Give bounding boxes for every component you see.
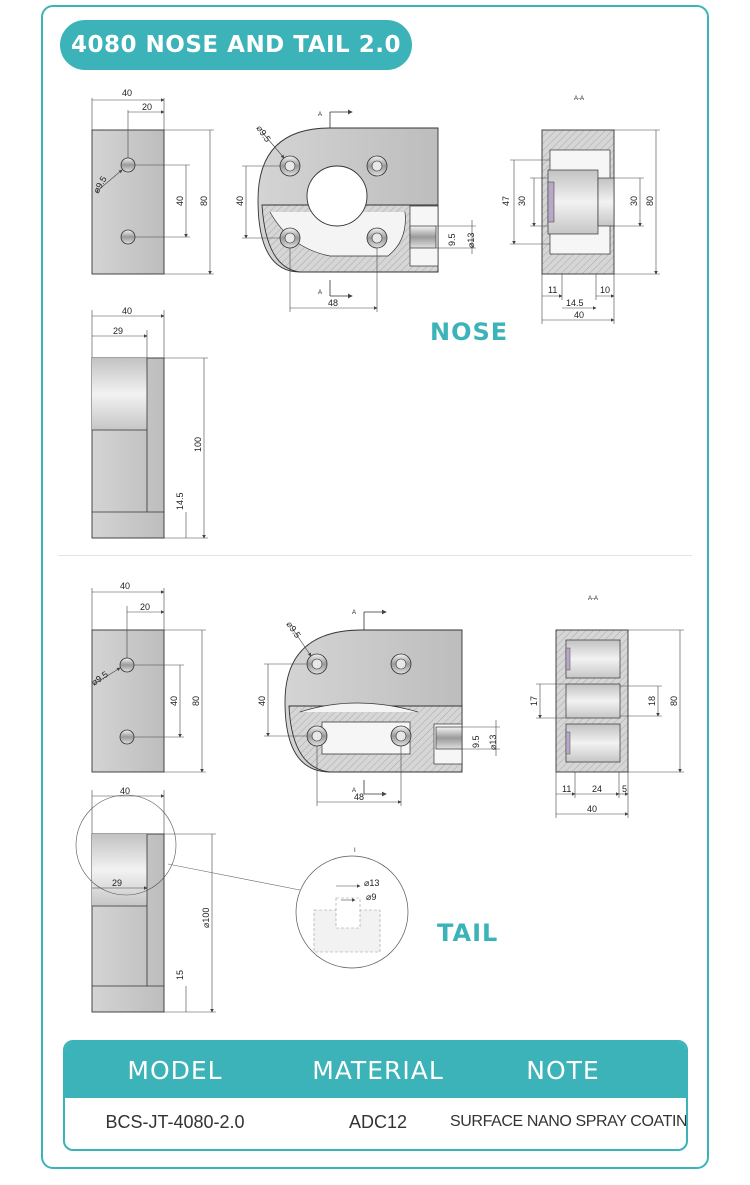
nose-sec-dim-30a: 30 <box>517 196 527 206</box>
nose-dim-front-width: 40 <box>122 88 132 98</box>
tail-dim-top-step: 15 <box>175 970 185 980</box>
tail-sec-dim-18: 18 <box>647 696 657 706</box>
tail-dim-height: 80 <box>191 696 201 706</box>
nose-main-view: A A ⌀9.5 40 48 9.5 ⌀13 <box>235 109 476 312</box>
cell-material: ADC12 <box>348 1112 408 1132</box>
tail-detail-dia-inner: ⌀9 <box>366 892 376 902</box>
tail-dim-hole-offset: 20 <box>140 602 150 612</box>
nose-sec-dim-30b: 30 <box>629 196 639 206</box>
tail-dim-top-height: ⌀100 <box>201 908 211 928</box>
tail-detail-mark: I <box>354 848 356 854</box>
spec-table-header: MODEL MATERIAL NOTE <box>65 1042 686 1098</box>
nose-dim-main-width: 48 <box>328 298 338 308</box>
nose-dim-top-height: 100 <box>193 437 203 452</box>
nose-dim-height: 80 <box>199 196 209 206</box>
tail-dim-pin-len: 9.5 <box>471 735 481 748</box>
nose-sec-dim-11: 11 <box>548 285 557 295</box>
nose-dim-main-height: 40 <box>235 196 245 206</box>
tail-section-view: A-A 17 18 80 11 24 5 40 <box>529 596 684 818</box>
tail-sec-dim-24: 24 <box>592 784 602 794</box>
nose-top-view: 40 29 100 14.5 <box>91 306 208 539</box>
nose-dim-pin-dia: ⌀13 <box>466 233 476 248</box>
tail-top-view: 40 29 ⌀100 15 <box>75 786 301 1013</box>
tail-dim-front-width: 40 <box>120 581 130 591</box>
tail-dim-main-hole-dia: ⌀9.5 <box>284 619 302 639</box>
header-model: MODEL <box>127 1056 223 1085</box>
tail-dim-top-width: 40 <box>120 786 130 796</box>
nose-sec-dim-80: 80 <box>645 196 655 206</box>
tail-section-label: TAIL <box>437 919 499 947</box>
tail-section-mark-bottom: A <box>352 788 356 794</box>
nose-dim-hole-pitch: 40 <box>175 196 185 206</box>
nose-sec-dim-14-5: 14.5 <box>566 298 584 308</box>
tail-sec-dim-80: 80 <box>669 696 679 706</box>
tail-dim-pin-dia: ⌀13 <box>488 735 498 750</box>
nose-section-title: A-A <box>574 96 584 102</box>
tail-sec-dim-40: 40 <box>587 804 597 814</box>
nose-dim-main-hole-dia: ⌀9.5 <box>254 123 272 143</box>
table-row: BCS-JT-4080-2.0 ADC12 SURFACE NANO SPRAY… <box>65 1098 688 1149</box>
tail-front-view: 40 20 ⌀9.5 40 80 <box>89 581 206 773</box>
nose-section-label: NOSE <box>430 318 509 346</box>
outer-frame <box>41 5 709 1169</box>
section-divider <box>58 555 692 556</box>
tail-sec-dim-17: 17 <box>529 696 539 706</box>
tail-dim-hole-pitch: 40 <box>169 696 179 706</box>
tail-detail-dia-outer: ⌀13 <box>364 878 379 888</box>
nose-sec-dim-47: 47 <box>501 196 511 206</box>
nose-dim-top-step: 14.5 <box>175 492 185 510</box>
nose-sec-dim-10: 10 <box>600 285 610 295</box>
nose-section-view: A-A 47 30 30 80 11 14.5 10 40 <box>501 96 660 324</box>
nose-dim-pin-len: 9.5 <box>447 233 457 246</box>
tail-section-title: A-A <box>588 596 598 602</box>
header-material: MATERIAL <box>312 1056 444 1085</box>
nose-section-mark-top: A <box>318 112 322 118</box>
nose-section-mark-bottom: A <box>318 290 322 296</box>
tail-main-view: A A ⌀9.5 40 48 9.5 ⌀13 <box>257 609 500 806</box>
nose-dim-top-width: 40 <box>122 306 132 316</box>
header-note: NOTE <box>526 1056 600 1085</box>
nose-dim-top-inner: 29 <box>113 326 123 336</box>
tail-sec-dim-5: 5 <box>622 784 627 794</box>
nose-sec-dim-40: 40 <box>574 310 584 320</box>
tail-dim-main-width: 48 <box>354 792 364 802</box>
tail-dim-top-inner: 29 <box>112 878 122 888</box>
tail-detail-view: I ⌀13 ⌀9 <box>295 848 409 969</box>
nose-front-view: 40 20 ⌀9.5 40 80 <box>91 88 214 275</box>
cell-note: SURFACE NANO SPRAY COATING <box>450 1113 688 1130</box>
tail-section-mark-top: A <box>352 610 356 616</box>
spec-table: MODEL MATERIAL NOTE BCS-JT-4080-2.0 ADC1… <box>63 1040 688 1151</box>
tail-dim-main-height: 40 <box>257 696 267 706</box>
cell-model: BCS-JT-4080-2.0 <box>105 1112 245 1132</box>
tail-sec-dim-11: 11 <box>562 784 571 794</box>
page-title: 4080 NOSE AND TAIL 2.0 <box>60 20 412 70</box>
nose-dim-hole-offset: 20 <box>142 102 152 112</box>
